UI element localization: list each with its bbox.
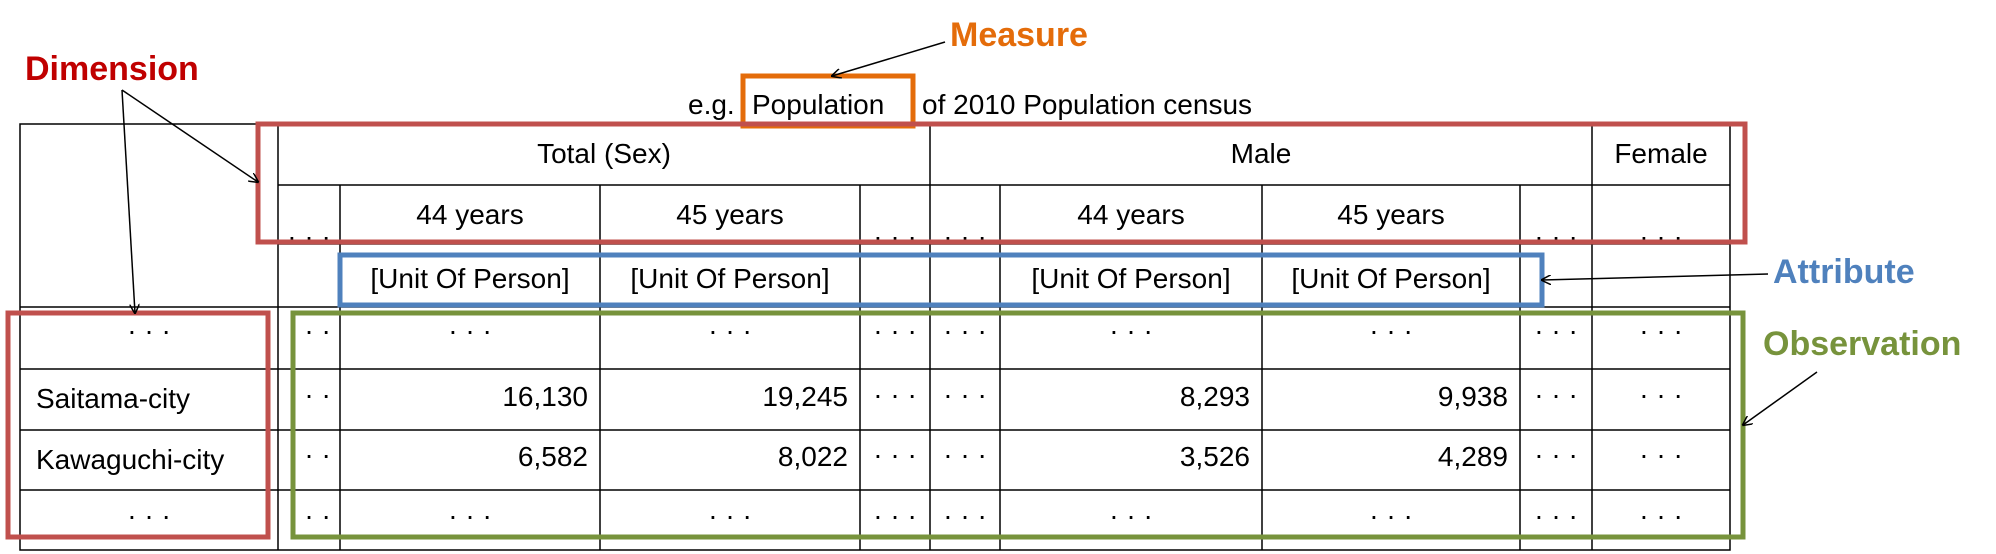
cell-male-44: · · ·	[1109, 315, 1153, 346]
label-attribute: Attribute	[1773, 253, 1915, 291]
header-female: Female	[1614, 138, 1707, 169]
header-total-sex: Total (Sex)	[537, 138, 671, 169]
cell-ellipsis: · · ·	[1639, 315, 1683, 346]
cell-ellipsis: · · ·	[873, 315, 917, 346]
cell-male-45: · · ·	[1369, 315, 1413, 346]
unit-male-45: [Unit Of Person]	[1291, 263, 1490, 294]
unit-total-44: [Unit Of Person]	[370, 263, 569, 294]
cell-ellipsis: · · ·	[943, 315, 987, 346]
cell-total-45: · · ·	[708, 500, 752, 531]
cell-ellipsis: · · ·	[873, 439, 917, 470]
cell-total-44: · · ·	[448, 500, 492, 531]
dimension-arrow-rows	[121, 89, 135, 313]
header-ellipsis: · · ·	[873, 221, 917, 252]
header-total-44: 44 years	[416, 199, 523, 230]
cell-ellipsis: · · ·	[943, 500, 987, 531]
cell-ellipsis: · · ·	[1534, 315, 1578, 346]
cell-male-44: 8,293	[1180, 381, 1250, 412]
cell-ellipsis: · · ·	[943, 439, 987, 470]
cell-total-44: 16,130	[502, 381, 588, 412]
header-ellipsis: · · ·	[1639, 221, 1683, 252]
cell-ellipsis: · · ·	[873, 379, 917, 410]
header-total-45: 45 years	[676, 199, 783, 230]
table-row: · · · 6,582 8,022 · · · · · · 3,526 4,28…	[287, 439, 1683, 472]
cell-ellipsis: · · ·	[1639, 439, 1683, 470]
cell-male-45: 4,289	[1438, 441, 1508, 472]
cell-ellipsis: · · ·	[1534, 439, 1578, 470]
cell-total-45: · · ·	[708, 315, 752, 346]
cell-total-45: 8,022	[778, 441, 848, 472]
header-male: Male	[1231, 138, 1292, 169]
cell-ellipsis: · · ·	[1534, 379, 1578, 410]
cell-total-44: 6,582	[518, 441, 588, 472]
label-measure: Measure	[950, 16, 1088, 54]
table-row: · · · · · · · · · · · · · · · · · · · · …	[287, 315, 1683, 346]
cell-male-44: · · ·	[1109, 500, 1153, 531]
row-name-kawaguchi: Kawaguchi-city	[36, 444, 224, 475]
caption-prefix: e.g.	[688, 89, 735, 120]
measure-arrow	[832, 41, 946, 76]
cell-ellipsis: · · ·	[1639, 379, 1683, 410]
header-ellipsis: · · ·	[1534, 221, 1578, 252]
cell-male-44: 3,526	[1180, 441, 1250, 472]
cell-total-45: 19,245	[762, 381, 848, 412]
table-grid	[19, 123, 1731, 551]
attribute-arrow	[1542, 273, 1769, 280]
observation-arrow	[1743, 371, 1818, 425]
header-ellipsis: · · ·	[943, 221, 987, 252]
cell-total-44: · · ·	[448, 315, 492, 346]
label-dimension: Dimension	[25, 50, 199, 88]
header-male-44: 44 years	[1077, 199, 1184, 230]
cell-male-45: · · ·	[1369, 500, 1413, 531]
cell-ellipsis: · · ·	[873, 500, 917, 531]
row-name-saitama: Saitama-city	[36, 383, 190, 414]
row-name-ellipsis: · · ·	[127, 315, 171, 346]
annotation-arrows	[121, 41, 1818, 425]
label-observation: Observation	[1763, 325, 1961, 363]
unit-total-45: [Unit Of Person]	[630, 263, 829, 294]
caption-measure-word: Population	[752, 89, 884, 120]
cell-ellipsis: · · ·	[943, 379, 987, 410]
table-row: · · · 16,130 19,245 · · · · · · 8,293 9,…	[287, 379, 1683, 412]
dimension-arrow-header	[121, 89, 258, 182]
header-ellipsis: · · ·	[287, 221, 331, 252]
row-name-ellipsis: · · ·	[127, 500, 171, 531]
table-row: · · · · · · · · · · · · · · · · · · · · …	[287, 500, 1683, 531]
observation-box	[290, 310, 1746, 540]
unit-male-44: [Unit Of Person]	[1031, 263, 1230, 294]
cell-ellipsis: · · ·	[1639, 500, 1683, 531]
cell-ellipsis: · · ·	[1534, 500, 1578, 531]
cell-male-45: 9,938	[1438, 381, 1508, 412]
caption-suffix: of 2010 Population census	[922, 89, 1252, 120]
header-male-45: 45 years	[1337, 199, 1444, 230]
